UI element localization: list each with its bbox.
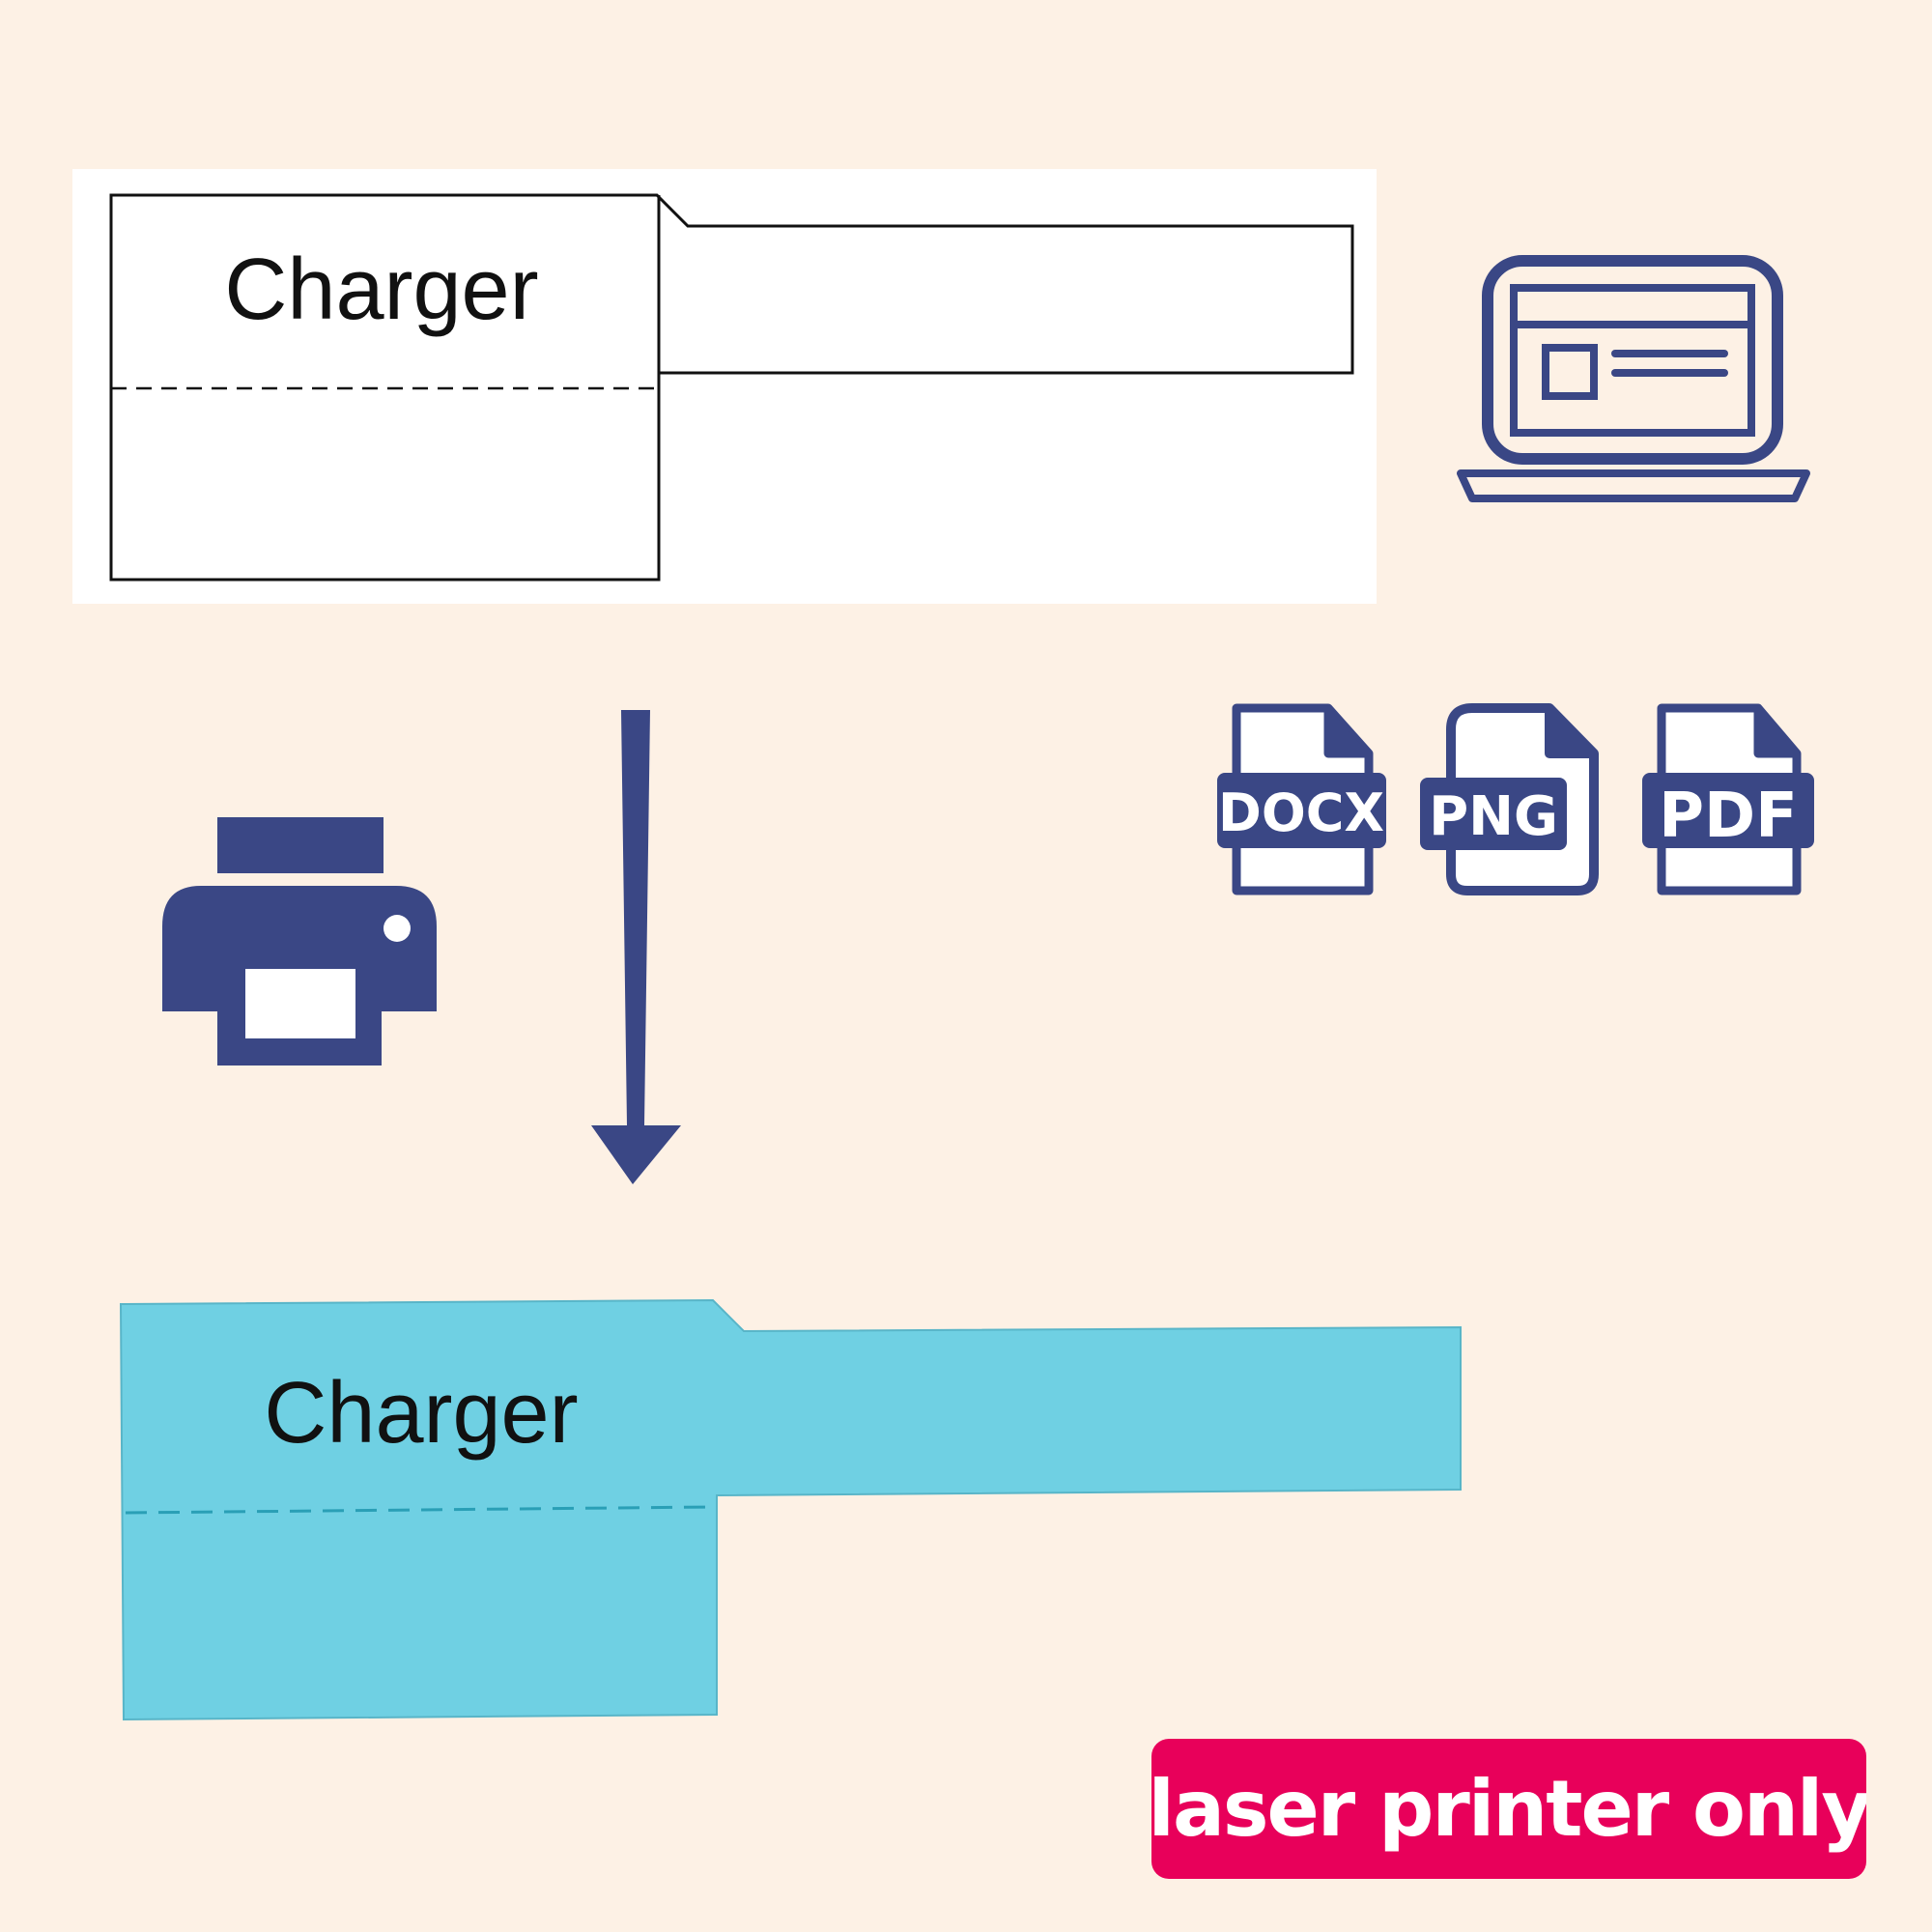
pdf-label: PDF [1659, 781, 1798, 852]
printed-label-text: Charger [264, 1365, 578, 1462]
docx-label: DOCX [1218, 782, 1384, 843]
template-label-text: Charger [224, 242, 538, 338]
pdf-file-icon: PDF [1642, 703, 1814, 895]
png-file-icon: PNG [1420, 703, 1599, 895]
printer-icon [162, 817, 437, 1065]
png-label: PNG [1429, 785, 1558, 848]
printed-label: Charger [119, 1298, 1462, 1721]
printed-label-shape [119, 1298, 1462, 1721]
docx-file-icon: DOCX [1217, 703, 1386, 895]
laptop-icon [1457, 255, 1810, 502]
arrow-down-icon [591, 710, 681, 1184]
template-label-outline [109, 193, 1354, 582]
template-label: Charger [72, 169, 1377, 604]
laser-printer-badge: laser printer only [1151, 1739, 1866, 1879]
badge-text: laser printer only [1151, 1764, 1866, 1854]
